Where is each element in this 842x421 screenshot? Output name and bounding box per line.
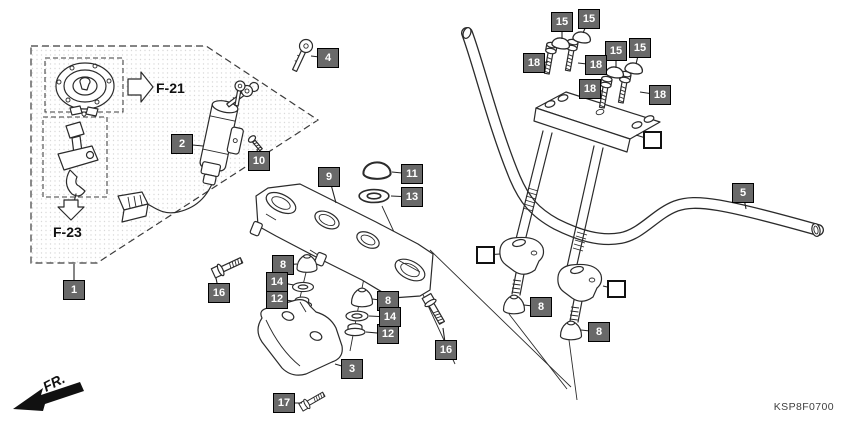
callout-12[interactable]: 12 bbox=[377, 324, 399, 344]
callout-13[interactable]: 13 bbox=[401, 187, 423, 207]
callout-15[interactable]: 15 bbox=[605, 41, 627, 61]
callout-15[interactable]: 15 bbox=[629, 38, 651, 58]
callout-empty-box[interactable] bbox=[606, 280, 626, 298]
handlebar-drawing bbox=[461, 27, 824, 246]
callout-16[interactable]: 16 bbox=[208, 283, 230, 303]
upper-holder-drawing bbox=[512, 29, 661, 279]
callout-empty-box[interactable] bbox=[642, 131, 662, 149]
spare-key-drawing bbox=[291, 38, 314, 73]
screw-10-drawing bbox=[247, 135, 263, 152]
callout-15[interactable]: 15 bbox=[551, 12, 573, 32]
f23-reference: F-23 bbox=[53, 224, 82, 240]
callout-12[interactable]: 12 bbox=[266, 289, 288, 309]
callout-empty-box[interactable] bbox=[475, 246, 495, 264]
callout-15[interactable]: 15 bbox=[578, 9, 600, 29]
callout-8[interactable]: 8 bbox=[588, 322, 610, 342]
callout-8[interactable]: 8 bbox=[530, 297, 552, 317]
callout-11[interactable]: 11 bbox=[401, 164, 423, 184]
callout-4[interactable]: 4 bbox=[317, 48, 339, 68]
callout-2[interactable]: 2 bbox=[171, 134, 193, 154]
callout-14[interactable]: 14 bbox=[266, 272, 288, 292]
callout-18[interactable]: 18 bbox=[523, 53, 545, 73]
callout-18[interactable]: 18 bbox=[579, 79, 601, 99]
top-bridge-drawing bbox=[249, 183, 434, 299]
key-b-drawing bbox=[234, 80, 246, 107]
callout-9[interactable]: 9 bbox=[318, 167, 340, 187]
fuel-cap-drawing bbox=[55, 62, 115, 117]
f23-arrow-icon bbox=[57, 199, 85, 221]
lower-holders-drawing bbox=[499, 236, 603, 401]
diagram-code: KSP8F0700 bbox=[774, 401, 834, 413]
callout-18[interactable]: 18 bbox=[649, 85, 671, 105]
fr-arrow-icon bbox=[13, 382, 84, 411]
callout-17[interactable]: 17 bbox=[273, 393, 295, 413]
seat-lock-drawing bbox=[57, 121, 99, 203]
callout-1[interactable]: 1 bbox=[63, 280, 85, 300]
callout-5[interactable]: 5 bbox=[732, 183, 754, 203]
callout-18[interactable]: 18 bbox=[585, 55, 607, 75]
callout-10[interactable]: 10 bbox=[248, 151, 270, 171]
f21-arrow-icon bbox=[127, 71, 154, 103]
f21-reference: F-21 bbox=[156, 80, 185, 96]
callout-14[interactable]: 14 bbox=[379, 307, 401, 327]
ignition-switch-drawing bbox=[117, 80, 263, 223]
callout-3[interactable]: 3 bbox=[341, 359, 363, 379]
callout-16[interactable]: 16 bbox=[435, 340, 457, 360]
under-bracket-drawing bbox=[257, 299, 343, 413]
